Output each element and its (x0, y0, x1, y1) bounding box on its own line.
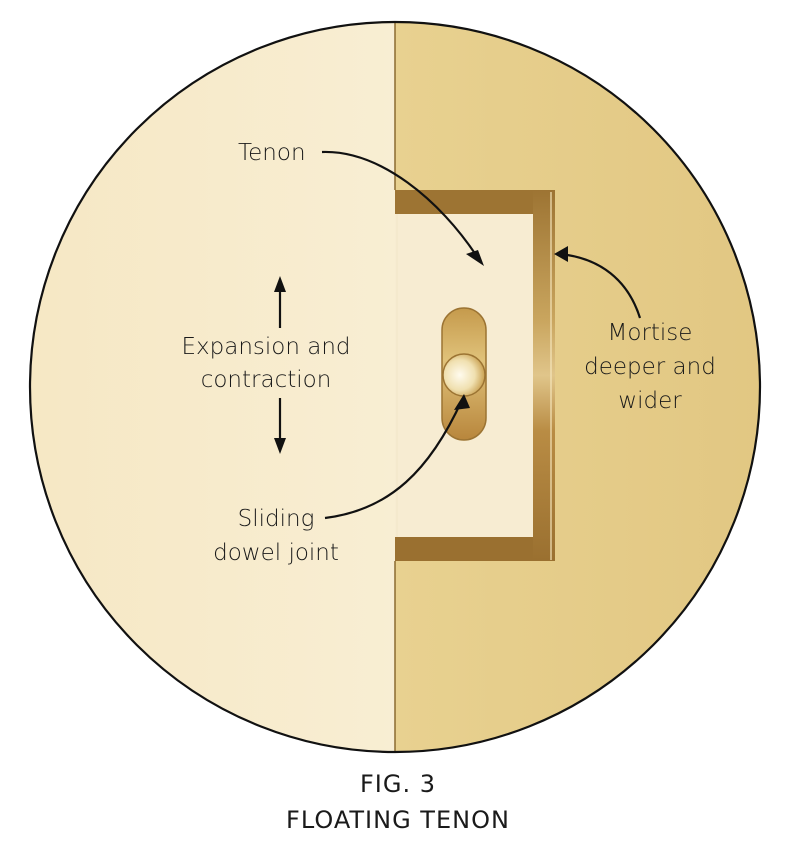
mortise-leader-arrow (559, 252, 642, 319)
left-board (30, 22, 395, 752)
dowel-arrowhead-icon (454, 394, 470, 410)
mortise-label-line3: wider (618, 388, 682, 414)
tenon-leader-arrow (321, 150, 479, 259)
arrow-up-icon (274, 276, 286, 292)
tenon-label: Tenon (238, 140, 306, 166)
expansion-label-line2: contraction (201, 367, 332, 393)
dowel (442, 353, 486, 397)
mortise-label-line2: deeper and (584, 354, 716, 380)
mortise-label-line1: Mortise (608, 320, 693, 346)
tenon-arrowhead-icon (466, 250, 484, 266)
mortise-arrowhead-icon (554, 246, 568, 262)
dowel-label-line2: dowel joint (213, 540, 339, 566)
figure-number: FIG. 3 (360, 770, 436, 798)
detail-circle-outline (28, 20, 762, 754)
arrowheads (274, 246, 568, 454)
figure-title: FLOATING TENON (286, 806, 510, 834)
dowel-label-line1: Sliding (238, 506, 315, 532)
leader-lines (278, 150, 642, 520)
expansion-label-line1: Expansion and (181, 334, 350, 360)
dowel-leader-arrow (324, 399, 464, 520)
mortise-side-wall (533, 190, 555, 561)
mortise-top-wall (395, 190, 555, 214)
arrow-down-icon (274, 438, 286, 454)
mortise-bottom-wall (395, 537, 555, 561)
